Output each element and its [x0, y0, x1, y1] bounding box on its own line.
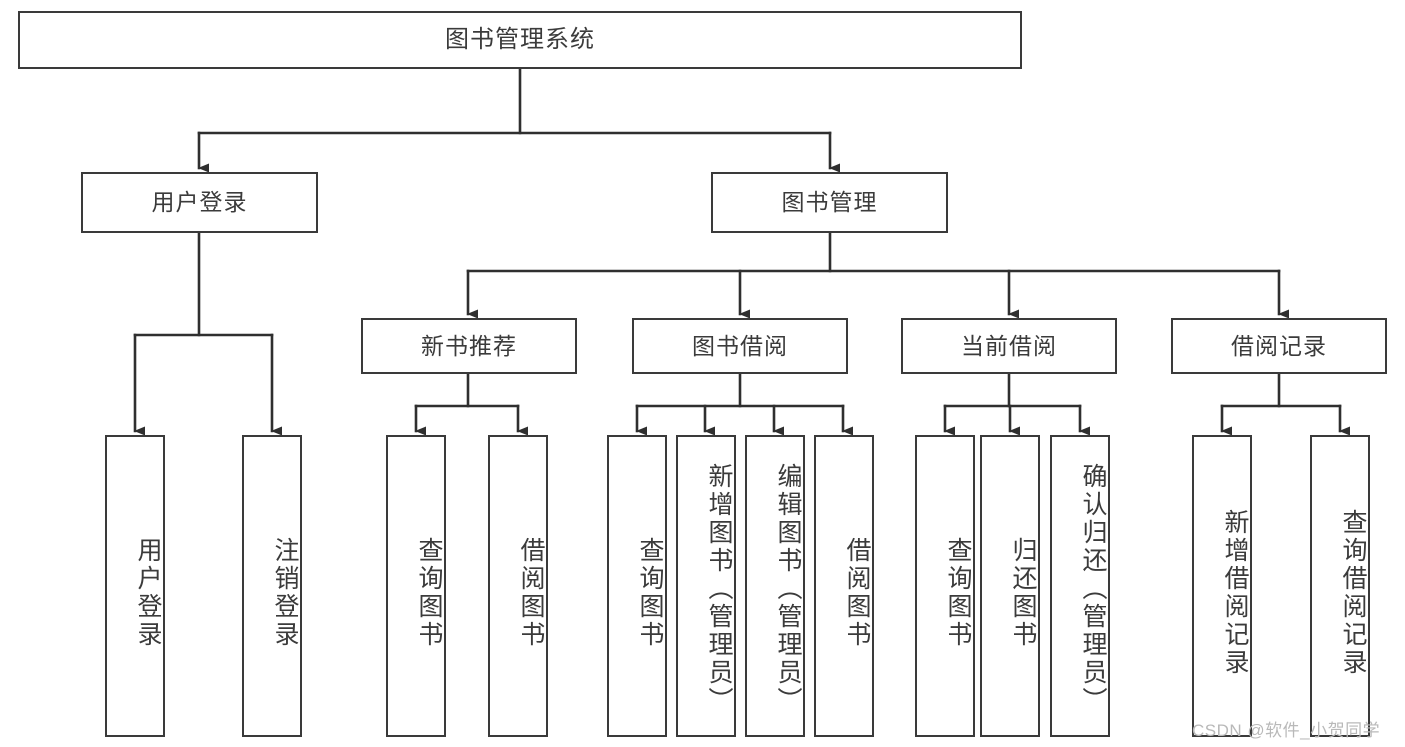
leaf-current-borrow-confirm-return-admin[interactable]: 确认归还（管理员） — [1050, 435, 1110, 737]
leaf-borrow-record-query-record[interactable]: 查询借阅记录 — [1310, 435, 1370, 737]
node-book-management[interactable]: 图书管理 — [711, 172, 948, 233]
leaf-current-borrow-return-book[interactable]: 归还图书 — [980, 435, 1040, 737]
leaf-user-login-logout[interactable]: 注销登录 — [242, 435, 302, 737]
watermark-text: CSDN @软件_小贺同学 — [1192, 721, 1381, 740]
node-book-borrow[interactable]: 图书借阅 — [632, 318, 848, 374]
leaf-borrow-record-add-record[interactable]: 新增借阅记录 — [1192, 435, 1252, 737]
leaf-user-login-login[interactable]: 用户登录 — [105, 435, 165, 737]
node-root-system[interactable]: 图书管理系统 — [18, 11, 1022, 69]
node-current-borrow[interactable]: 当前借阅 — [901, 318, 1117, 374]
node-user-login[interactable]: 用户登录 — [81, 172, 318, 233]
node-new-book-recommend[interactable]: 新书推荐 — [361, 318, 577, 374]
leaf-current-borrow-query-book[interactable]: 查询图书 — [915, 435, 975, 737]
leaf-book-borrow-query-book[interactable]: 查询图书 — [607, 435, 667, 737]
leaf-book-borrow-add-book-admin[interactable]: 新增图书（管理员） — [676, 435, 736, 737]
leaf-book-borrow-edit-book-admin[interactable]: 编辑图书（管理员） — [745, 435, 805, 737]
leaf-new-book-query-book[interactable]: 查询图书 — [386, 435, 446, 737]
leaf-book-borrow-borrow-book[interactable]: 借阅图书 — [814, 435, 874, 737]
leaf-new-book-borrow-book[interactable]: 借阅图书 — [488, 435, 548, 737]
node-borrow-record[interactable]: 借阅记录 — [1171, 318, 1387, 374]
